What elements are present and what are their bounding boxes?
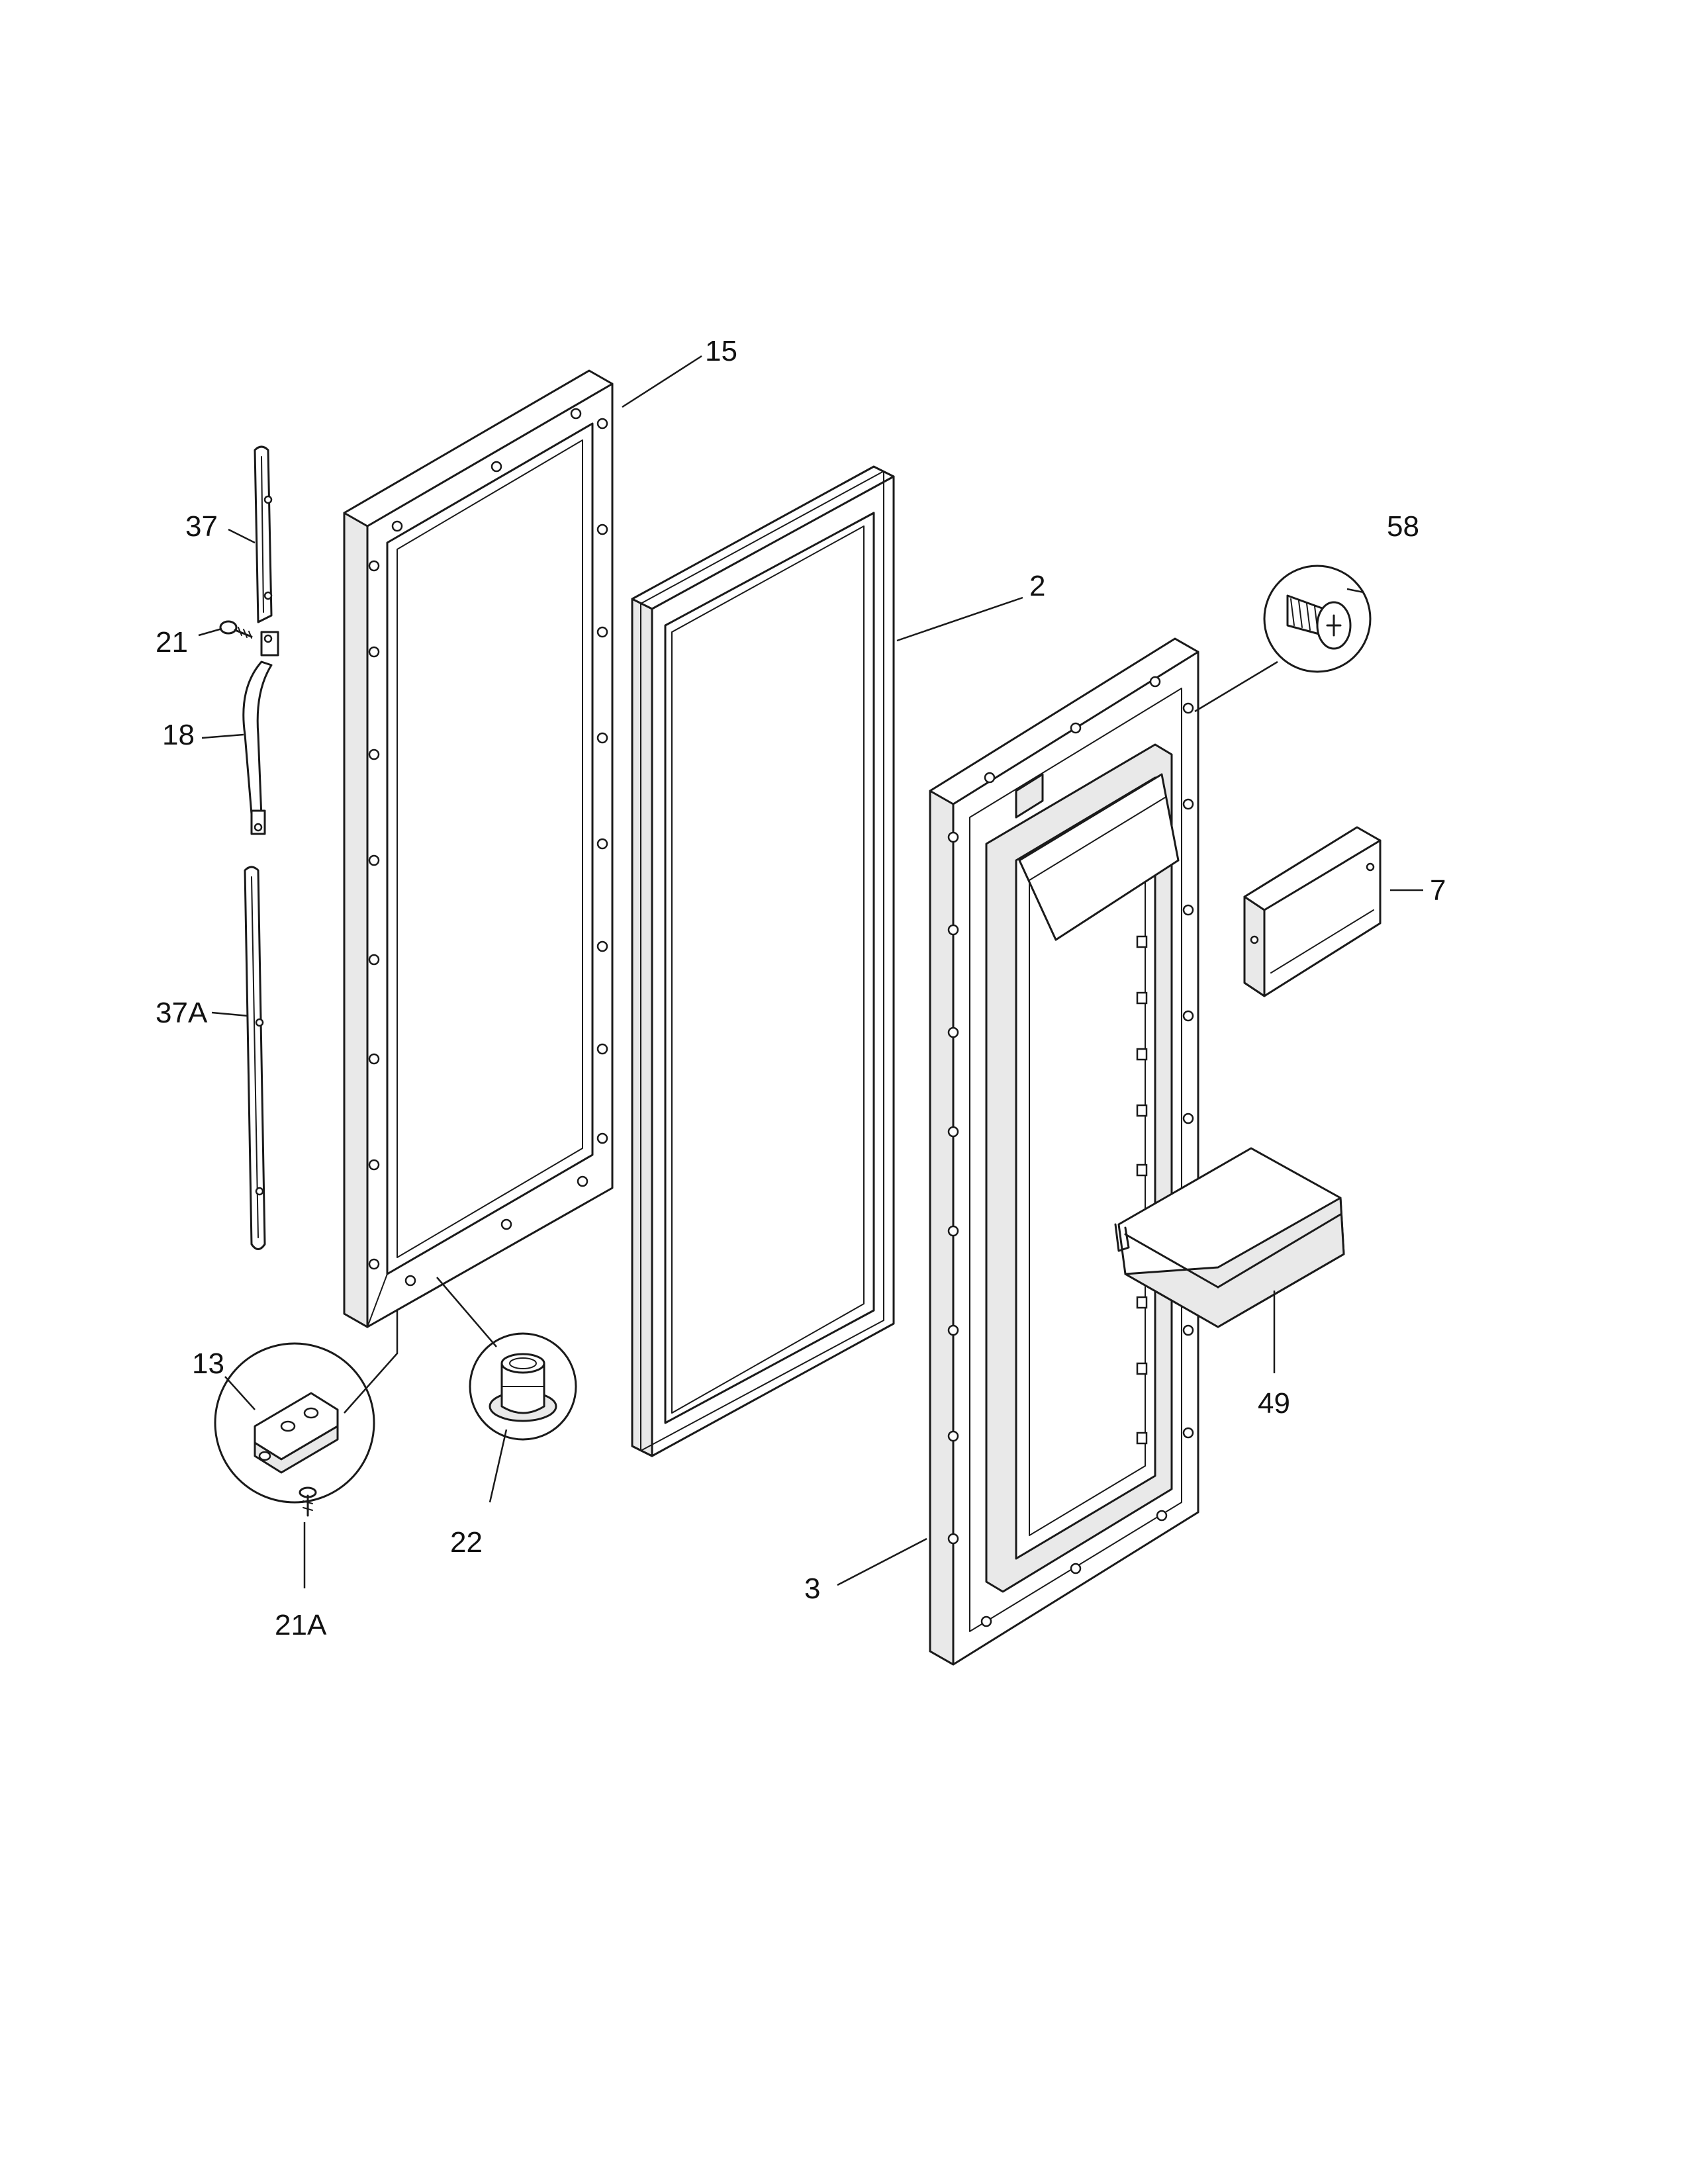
leader-lines	[198, 355, 1423, 1588]
door-bin-part-49	[1114, 1147, 1345, 1328]
liner-shelf-clips	[1136, 935, 1148, 1445]
screw-detail-part-58	[1263, 565, 1372, 673]
label-part-21: 21	[156, 626, 188, 659]
label-part-58: 58	[1387, 510, 1419, 543]
label-part-7: 7	[1430, 874, 1446, 907]
door-liner-part-3	[929, 637, 1199, 1666]
label-part-2: 2	[1029, 570, 1045, 602]
label-part-37a: 37A	[156, 997, 208, 1029]
label-part-49: 49	[1258, 1387, 1290, 1420]
label-part-22: 22	[450, 1526, 483, 1559]
label-part-3: 3	[804, 1572, 820, 1605]
label-part-37: 37	[185, 510, 218, 543]
door-frame-part-15	[343, 369, 614, 1328]
door-plug-detail-part-22	[469, 1332, 577, 1441]
label-part-15: 15	[705, 335, 737, 367]
label-part-13: 13	[192, 1347, 224, 1380]
screw-part-21a	[299, 1486, 317, 1517]
part-labels: 15 2 58 37 21 18 37A 7 49 13 22 21A 3	[156, 335, 1446, 1641]
dairy-cover-part-7	[1243, 826, 1382, 997]
label-part-18: 18	[162, 719, 195, 751]
frame-15-screw-holes	[368, 408, 608, 1287]
hinge-bracket-detail-part-13	[214, 1342, 375, 1517]
screw-part-21	[219, 620, 253, 639]
door-gasket-part-2	[631, 465, 895, 1457]
hinge-trim-part-37	[254, 445, 273, 623]
hinge-trim-part-37a	[244, 866, 266, 1250]
label-part-21a: 21A	[275, 1609, 327, 1641]
hinge-strap-part-18	[242, 631, 279, 835]
